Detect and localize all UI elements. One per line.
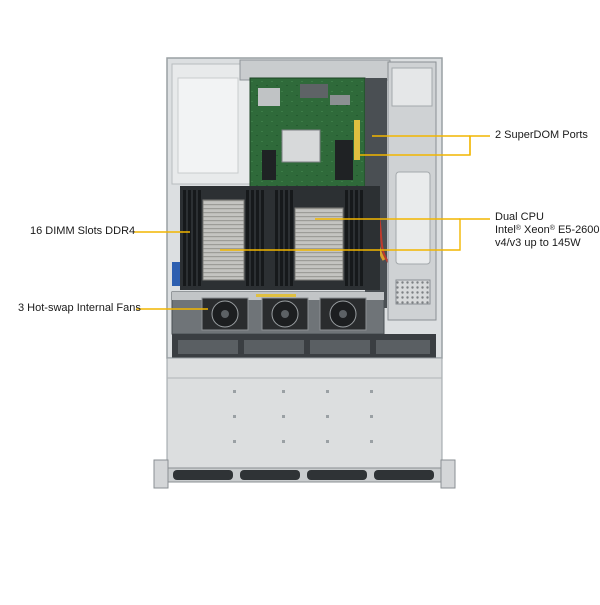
cpu-line-a <box>220 218 490 251</box>
drive-cage <box>166 357 443 469</box>
dimm-slots-label: 16 DIMM Slots DDR4 <box>30 225 136 237</box>
cpu-label-line1: Dual CPU <box>495 211 544 223</box>
superdom-ports-label: 2 SuperDOM Ports <box>495 129 588 141</box>
cpu-heatsink-1 <box>202 199 245 281</box>
fans <box>201 297 367 331</box>
dimm-slots <box>183 190 363 286</box>
rack-ear-left <box>153 459 169 489</box>
rack-ear-right <box>440 459 456 489</box>
riser-bracket <box>239 59 391 81</box>
fans-label: 3 Hot-swap Internal Fans <box>18 302 141 314</box>
cpu-label: Dual CPU Intel® Xeon® E5-2600 v4/v3 up t… <box>495 211 600 250</box>
cpu-label-line2: Intel® Xeon® E5-2600 <box>495 224 600 236</box>
cpu-heatsink-2 <box>294 207 344 281</box>
callout-lines <box>134 135 490 310</box>
cpu-label-line3: v4/v3 up to 145W <box>495 237 581 249</box>
